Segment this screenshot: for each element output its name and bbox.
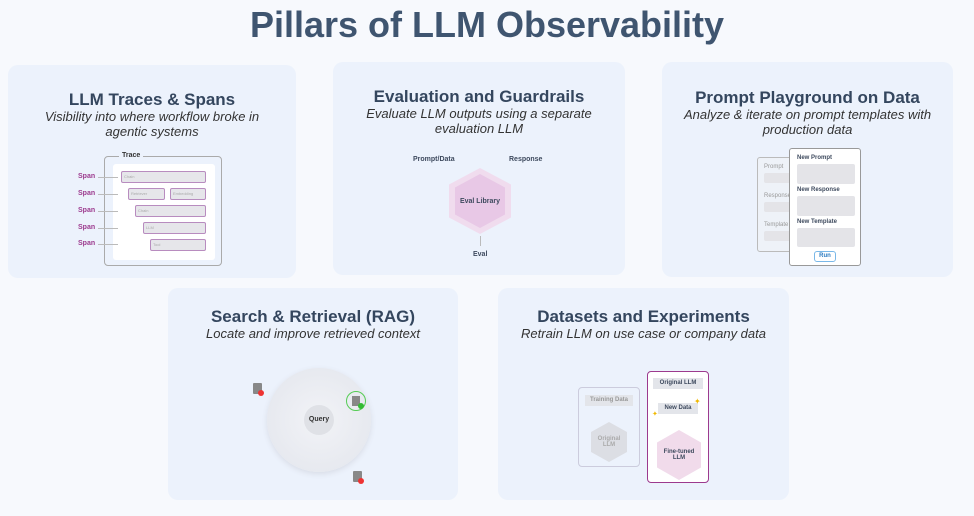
trace-frame: Trace Chain Retriever Embedding Chain LL… (104, 152, 222, 266)
label: Template (764, 222, 789, 228)
arrow (98, 177, 118, 178)
label: Response (764, 193, 792, 199)
card-subtitle: Evaluate LLM outputs using a separate ev… (366, 106, 592, 136)
eval-output-label: Eval (473, 251, 488, 258)
run-button[interactable]: Run (814, 251, 836, 262)
span-box: LLM (143, 222, 206, 234)
arrow (98, 228, 118, 229)
query-node: Query (304, 405, 334, 435)
card-subtitle: Locate and improve retrieved context (206, 326, 420, 341)
original-llm-box: Original LLM (653, 378, 703, 389)
finetune-panel: Original LLM New Data ✦ ✦ Fine-tuned LLM (647, 371, 709, 483)
card-evaluation: Evaluation and Guardrails Evaluate LLM o… (333, 62, 625, 275)
arrow (98, 194, 118, 195)
response-label: Response (509, 156, 543, 163)
document-icon (253, 383, 264, 396)
trace-label: Trace (119, 152, 144, 159)
card-title: Search & Retrieval (RAG) (210, 307, 416, 326)
label: New Response (797, 187, 840, 193)
card-title: LLM Traces & Spans (68, 90, 236, 109)
sparkle-icon: ✦ (652, 411, 658, 418)
input-label: Prompt/Data (413, 156, 455, 163)
training-panel: Training Data Original LLM (578, 387, 640, 467)
trace-panel: Chain Retriever Embedding Chain LLM Tool (113, 164, 215, 260)
retrieval-circle: Query (267, 368, 371, 472)
card-subtitle: Retrain LLM on use case or company data (521, 326, 766, 341)
eval-hex-outer: Eval Library (449, 168, 511, 234)
template-input[interactable] (797, 228, 855, 247)
span-label: Span (78, 207, 96, 214)
card-title: Evaluation and Guardrails (373, 87, 585, 106)
sparkle-icon: ✦ (694, 397, 701, 406)
span-label: Span (78, 173, 96, 180)
original-llm-hex: Original LLM (591, 422, 627, 462)
card-traces-spans: LLM Traces & Spans Visibility into where… (8, 65, 296, 278)
card-subtitle: Visibility into where workflow broke in … (44, 109, 260, 139)
page-title: Pillars of LLM Observability (249, 4, 725, 45)
eval-library: Eval Library (455, 174, 505, 228)
document-icon (353, 471, 364, 484)
span-box: Retriever (128, 188, 165, 200)
response-input[interactable] (797, 196, 855, 216)
fine-tuned-llm-hex: Fine-tuned LLM (657, 430, 701, 480)
arrow (98, 244, 118, 245)
card-title: Datasets and Experiments (537, 307, 750, 326)
prompt-input[interactable] (797, 164, 855, 184)
span-box: Chain (135, 205, 206, 217)
card-subtitle: Analyze & iterate on prompt templates wi… (683, 107, 932, 137)
label: Prompt (764, 164, 784, 170)
arrow (98, 211, 118, 212)
span-label: Span (78, 240, 96, 247)
card-prompt-playground: Prompt Playground on Data Analyze & iter… (662, 62, 953, 277)
card-datasets: Datasets and Experiments Retrain LLM on … (498, 288, 789, 500)
label: New Template (797, 219, 837, 225)
training-data-box: Training Data (585, 395, 633, 406)
arrow (480, 236, 481, 246)
card-title: Prompt Playground on Data (695, 88, 920, 107)
document-relevant-icon (346, 391, 366, 411)
span-box: Chain (121, 171, 206, 183)
span-label: Span (78, 190, 96, 197)
card-rag: Search & Retrieval (RAG) Locate and impr… (168, 288, 458, 500)
span-box: Embedding (170, 188, 206, 200)
span-box: Tool (150, 239, 206, 251)
new-prompt-panel: New Prompt New Response New Template Run (789, 148, 861, 266)
span-label: Span (78, 224, 96, 231)
label: New Prompt (797, 155, 833, 161)
new-data-box: New Data (658, 403, 698, 414)
